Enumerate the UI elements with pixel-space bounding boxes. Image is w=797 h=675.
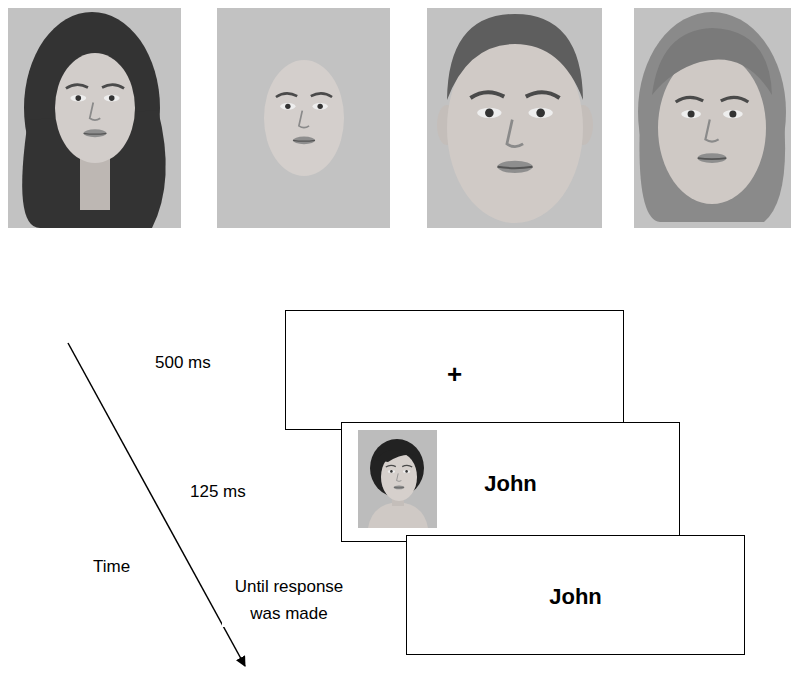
stimulus-text: John	[484, 471, 537, 497]
face-photo	[427, 8, 602, 228]
timing-label: Time	[90, 553, 133, 580]
timing-label: 500 ms	[152, 349, 214, 376]
stimulus-frame: John	[341, 422, 680, 542]
stimulus-text: +	[447, 359, 462, 390]
stimulus-frame: John	[406, 535, 745, 655]
timing-label: 125 ms	[187, 478, 249, 505]
stimulus-frame: +	[285, 310, 624, 430]
face-photo	[634, 8, 791, 228]
face-photos	[0, 0, 797, 240]
face-photo	[217, 8, 390, 228]
face-thumbnail	[358, 430, 437, 528]
timing-label: Until response was made	[222, 573, 356, 627]
stimulus-text: John	[549, 584, 602, 610]
face-photo	[8, 8, 181, 228]
